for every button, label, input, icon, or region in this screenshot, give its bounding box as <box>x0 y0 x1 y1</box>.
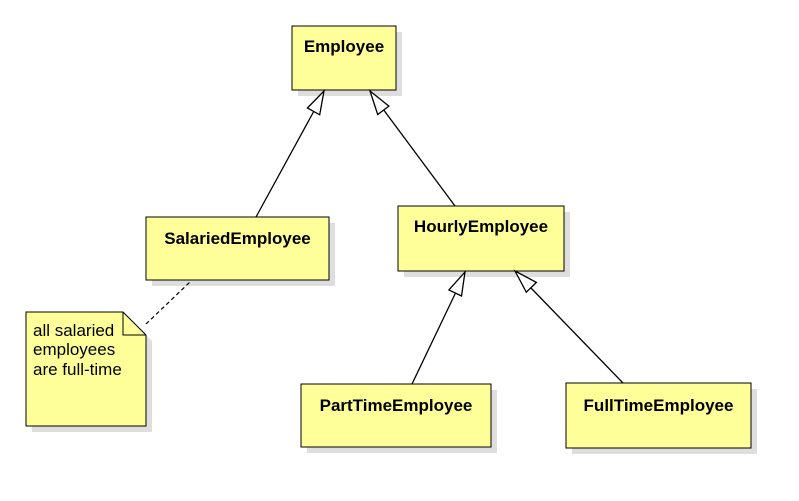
note-line-3: are full-time <box>33 360 122 379</box>
class-employee[interactable]: Employee <box>291 25 402 96</box>
class-full-time-employee[interactable]: FullTimeEmployee <box>565 382 757 454</box>
edge-salaried-to-employee[interactable] <box>255 89 326 218</box>
generalization-arrowhead <box>368 89 390 116</box>
generalization-arrowhead <box>306 89 326 116</box>
edge-part-time-to-hourly[interactable] <box>411 269 466 385</box>
class-part-time-employee-box <box>300 383 492 448</box>
edge-hourly-to-employee[interactable] <box>368 89 456 207</box>
note[interactable]: all salaried employees are full-time <box>25 311 152 432</box>
note-line-1: all salaried <box>33 321 114 340</box>
generalization-arrowhead <box>513 269 538 294</box>
edge-hourly-to-employee-line <box>382 108 456 207</box>
generalization-arrowhead <box>447 269 466 297</box>
edge-part-time-to-hourly-line <box>411 291 457 385</box>
class-full-time-employee-box <box>565 382 752 449</box>
class-hourly-employee[interactable]: HourlyEmployee <box>397 205 570 277</box>
class-employee-name: Employee <box>304 37 384 56</box>
class-hourly-employee-name: HourlyEmployee <box>414 217 548 236</box>
class-part-time-employee[interactable]: PartTimeEmployee <box>300 383 497 453</box>
class-hourly-employee-box <box>397 205 565 272</box>
edge-salaried-to-employee-line <box>255 110 315 218</box>
note-folded-corner <box>122 312 146 336</box>
class-salaried-employee-name: SalariedEmployee <box>164 229 310 248</box>
class-full-time-employee-name: FullTimeEmployee <box>584 396 734 415</box>
class-part-time-employee-name: PartTimeEmployee <box>320 396 473 415</box>
note-box <box>25 311 147 427</box>
class-salaried-employee-box <box>145 216 330 281</box>
edge-full-time-to-hourly[interactable] <box>513 269 624 384</box>
class-salaried-employee[interactable]: SalariedEmployee <box>145 216 335 286</box>
note-line-2: employees <box>33 340 115 359</box>
note-anchor-line <box>145 280 192 325</box>
edge-full-time-to-hourly-line <box>530 287 624 384</box>
class-employee-box <box>291 25 397 91</box>
